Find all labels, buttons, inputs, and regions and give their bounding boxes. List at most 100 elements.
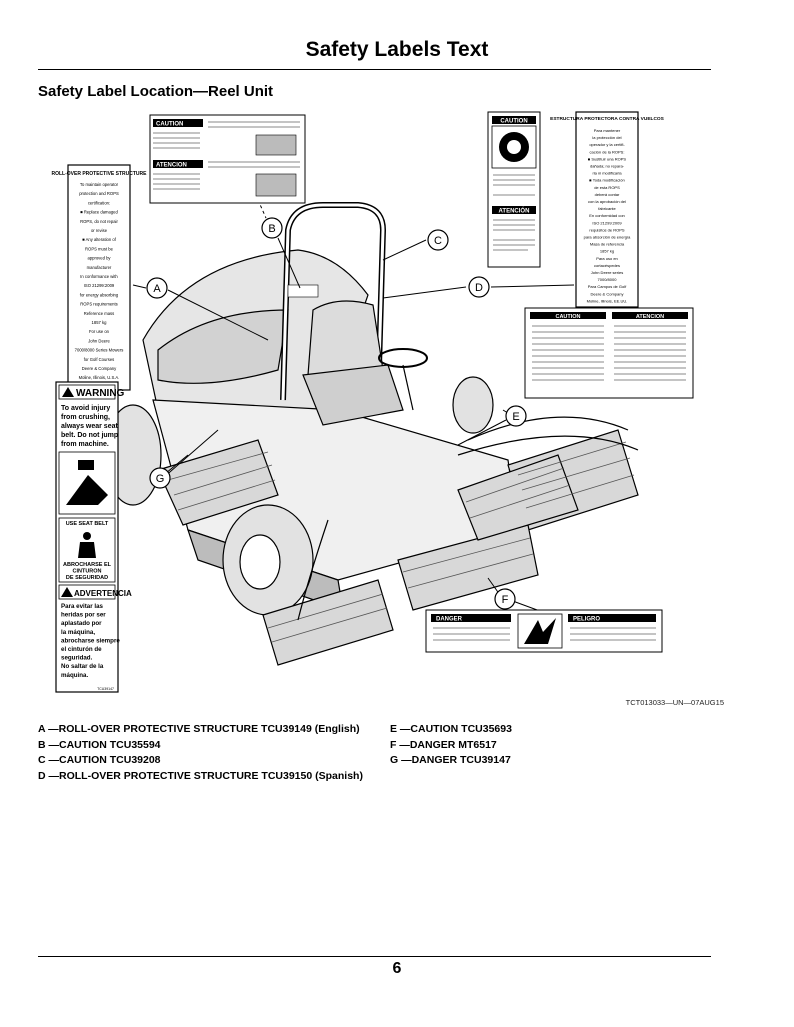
seatbelt-es-line: ABROCHARSE EL xyxy=(63,562,112,568)
svg-text:CAUTION: CAUTION xyxy=(555,314,580,320)
rops-es-line: fabricante xyxy=(598,206,616,211)
svg-text:WARNING: WARNING xyxy=(76,388,125,399)
warning-text-line: To avoid injury xyxy=(61,405,110,412)
legend-left: A —ROLL-OVER PROTECTIVE STRUCTURE TCU391… xyxy=(38,722,363,784)
rops-es-line: rla ni modificarla xyxy=(592,171,622,176)
callout-e: E xyxy=(505,405,527,427)
rops-es-line: Para mantener xyxy=(594,128,621,133)
svg-text:TCU39147: TCU39147 xyxy=(97,687,114,691)
rops-es-line: Moline, Illinois, EE.UU. xyxy=(587,298,628,303)
svg-text:CAUTION: CAUTION xyxy=(500,119,527,125)
rops-es-line: con la aprobación del xyxy=(588,199,626,204)
section-title: Safety Label Location—Reel Unit xyxy=(38,83,274,100)
callout-a: A xyxy=(146,277,168,299)
svg-text:ATENCION: ATENCION xyxy=(156,163,187,169)
svg-text:D: D xyxy=(475,282,483,294)
rops-en-line: For use on xyxy=(89,329,110,334)
rops-en-line: ROPS must be xyxy=(85,246,114,251)
svg-text:F: F xyxy=(502,594,509,606)
callout-b: B xyxy=(261,217,283,239)
warning-es-line: abrocharse siempre xyxy=(61,637,120,644)
rops-en-line: certification: xyxy=(88,200,110,205)
rops-en-line: ISO 21299:2009 xyxy=(84,283,115,288)
rops-en-line: or revise xyxy=(91,228,108,233)
rops-en-line: for Golf Courses xyxy=(84,357,115,362)
warning-text-line: from crushing, xyxy=(61,414,110,421)
rops-es-line: deberá contar xyxy=(595,192,620,197)
svg-text:ATENCIÓN: ATENCIÓN xyxy=(499,207,530,215)
legend-item-g: G —DANGER TCU39147 xyxy=(390,754,511,766)
rops-es-line: Deere & Company xyxy=(591,291,624,296)
warning-text-line: belt. Do not jump xyxy=(61,432,118,439)
rops-en-line: for energy absorbing xyxy=(80,292,119,297)
page-title: Safety Labels Text xyxy=(305,38,489,61)
rops-es-line: cación de la ROPS: xyxy=(590,149,625,154)
rops-es-line: la protección del xyxy=(592,135,621,140)
rops-es-line: 1857 kg xyxy=(600,249,614,254)
safety-label-figure: A B C D E F G ROLL-OVER PROTECTIVE STRUC… xyxy=(51,111,694,693)
label-caution-b: CAUTION ATENCION xyxy=(149,114,306,204)
rops-es-line: para absorción de energía xyxy=(584,235,631,240)
rops-es-line: ISO 21299:2009 xyxy=(592,220,622,225)
svg-text:CAUTION: CAUTION xyxy=(156,122,183,128)
label-warning-g: WARNING To avoid injury from crushing, alw… xyxy=(55,381,132,693)
rops-es-line: 7000/8000 xyxy=(598,277,618,282)
rops-en-line: 7000/8000 Series Mowers xyxy=(75,348,124,353)
warning-es-line: máquina. xyxy=(61,672,88,679)
rops-en-line: Reference mass xyxy=(84,311,115,316)
label-rops-spanish: ESTRUCTURA PROTECTORA CONTRA VUELCOS Par… xyxy=(550,111,665,308)
rops-es-line: Para uso en xyxy=(596,256,618,261)
rops-en-line: protection and ROPS xyxy=(79,191,119,196)
rops-es-line: En conformidad con xyxy=(589,213,625,218)
rops-es-line: ■ Sustituir una ROPS xyxy=(588,156,627,161)
legend-item-b: B —CAUTION TCU35594 xyxy=(38,738,161,751)
label-caution-c: CAUTION ATENCIÓN xyxy=(487,111,541,268)
rops-en-line: Moline, Illinois, U.S.A. xyxy=(79,375,120,380)
rops-en-line: Deere & Company xyxy=(82,366,117,371)
svg-text:ESTRUCTURA PROTECTORA CONTRA V: ESTRUCTURA PROTECTORA CONTRA VUELCOS xyxy=(550,116,665,122)
warning-es-line: la máquina, xyxy=(61,629,95,636)
rops-es-line: dañada; no repara- xyxy=(590,164,625,169)
warning-es-line: heridas por ser xyxy=(61,612,106,619)
callout-c: C xyxy=(427,229,449,251)
warning-text-line: always wear seat xyxy=(61,423,118,430)
svg-text:B: B xyxy=(268,223,275,235)
warning-es-line: No saltar de la xyxy=(61,663,104,670)
svg-text:PELIGRO: PELIGRO xyxy=(573,617,600,623)
rops-es-line: operador y la certifi- xyxy=(589,142,625,147)
rops-es-line: cortacéspedes xyxy=(594,263,620,268)
label-danger-f: DANGER PELIGRO xyxy=(425,609,663,653)
figure-id: TCT013033—UN—07AUG15 xyxy=(625,698,724,707)
warning-text-line: from machine. xyxy=(61,441,109,448)
rops-en-line: 1857 kg xyxy=(92,320,108,325)
svg-text:ATENCION: ATENCION xyxy=(636,314,664,320)
rops-en-line: John Deere xyxy=(88,338,110,343)
rops-en-line: ■ Replace damaged xyxy=(80,210,118,215)
rops-es-line: John Deere series xyxy=(591,270,623,275)
callout-f: F xyxy=(494,588,516,610)
svg-text:ROLL-OVER PROTECTIVE STRUCTURE: ROLL-OVER PROTECTIVE STRUCTURE xyxy=(51,171,147,177)
rops-en-line: ROPS, do not repair xyxy=(80,219,118,224)
rops-es-line: requisitos de ROPS xyxy=(589,227,624,232)
svg-text:A: A xyxy=(153,283,161,295)
warning-es-line: el cinturón de xyxy=(61,646,102,653)
label-caution-e: CAUTION ATENCION xyxy=(524,307,694,399)
svg-text:ADVERTENCIA: ADVERTENCIA xyxy=(74,589,132,598)
bottom-rule xyxy=(38,956,711,957)
rops-es-line: ■ Toda modificación xyxy=(589,178,624,183)
rops-en-line: In conformance with xyxy=(80,274,118,279)
rops-en-line: approved by xyxy=(87,256,111,261)
seatbelt-es-line: CINTURON xyxy=(72,569,101,575)
svg-text:C: C xyxy=(434,235,442,247)
svg-text:USE SEAT BELT: USE SEAT BELT xyxy=(66,521,109,527)
legend-item-f: F —DANGER MT6517 xyxy=(390,738,497,751)
legend-right: E —CAUTION TCU35693 F —DANGER MT6517 G —… xyxy=(390,722,512,769)
callout-g: G xyxy=(149,467,171,489)
rops-en-line: To maintain operator xyxy=(80,182,119,187)
rops-en-line: ROPS requirements xyxy=(80,302,117,307)
reel-mower-illustration xyxy=(104,202,639,666)
seatbelt-es-line: DE SEGURIDAD xyxy=(66,575,108,581)
legend-item-e: E —CAUTION TCU35693 xyxy=(390,723,512,735)
warning-es-line: aplastado por xyxy=(61,620,102,627)
rops-es-line: Para Campos de Golf xyxy=(588,284,627,289)
